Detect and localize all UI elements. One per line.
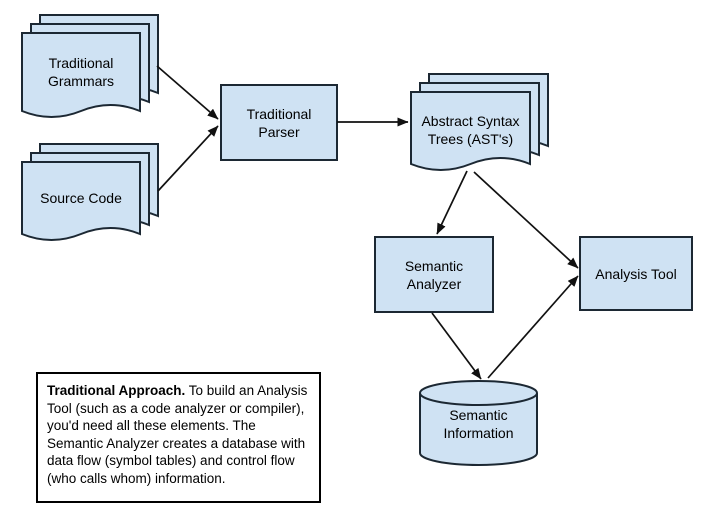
cylinder-body [419, 393, 538, 466]
caption-body: To build an Analysis Tool (such as a cod… [47, 383, 308, 486]
edge-source-to-parser [157, 125, 219, 192]
node-source-code [21, 143, 159, 241]
node-label-semantic-analyzer: Semantic Analyzer [404, 257, 464, 292]
node-analysis-tool [579, 236, 693, 311]
cylinder-top [419, 380, 538, 406]
node-traditional-parser [220, 84, 338, 161]
node-label-traditional-parser: Traditional Parser [246, 105, 312, 140]
edges [156, 65, 579, 380]
node-semantic-information [419, 380, 538, 466]
edge-information-to-tool [487, 275, 579, 379]
edge-ast-to-analyzer [436, 170, 468, 235]
process-rect [220, 84, 338, 161]
node-traditional-grammars [21, 14, 159, 118]
caption-box: Traditional Approach. To build an Analys… [36, 372, 321, 503]
edge-grammars-to-parser [156, 65, 219, 120]
node-label-semantic-information: Semantic Information [443, 407, 514, 441]
node-semantic-analyzer [374, 236, 494, 313]
process-rect [579, 236, 693, 311]
document-shape-front [410, 91, 531, 171]
node-abstract-syntax-trees [410, 73, 549, 171]
node-label-analysis-tool: Analysis Tool [595, 265, 677, 282]
node-label-abstract-syntax-trees: Abstract Syntax Trees (AST's) [421, 113, 520, 147]
edge-ast-to-tool [473, 171, 579, 269]
process-rect [374, 236, 494, 313]
document-shape-front [21, 32, 141, 118]
node-label-traditional-grammars: Traditional Grammars [47, 55, 115, 89]
document-shape-front [21, 161, 141, 241]
node-label-source-code: Source Code [40, 190, 122, 206]
edge-analyzer-to-information [431, 312, 482, 380]
caption-lead: Traditional Approach. [47, 383, 186, 398]
